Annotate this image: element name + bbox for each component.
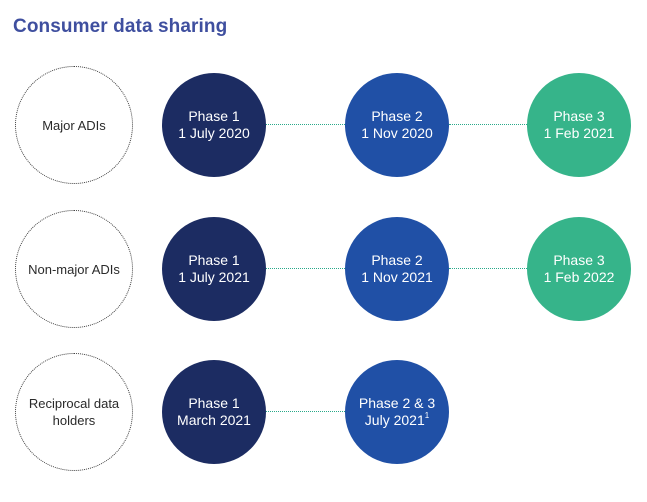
connector-line [266, 411, 345, 412]
phase-name: Phase 1 [188, 395, 240, 411]
row-label: Reciprocal data holders [15, 353, 133, 471]
row-non-major-adis: Non-major ADIs Phase 1 1 July 2021 Phase… [0, 210, 647, 330]
row-label: Non-major ADIs [15, 210, 133, 328]
phase-name: Phase 1 [188, 108, 240, 124]
phase-name: Phase 3 [553, 108, 605, 124]
phase-date-line: July 20211 [365, 412, 429, 429]
phase-date: 1 Feb 2021 [543, 125, 615, 141]
connector-line [449, 124, 527, 125]
phase-1-circle: Phase 1 1 July 2021 [162, 217, 266, 321]
phase-name: Phase 3 [553, 252, 605, 268]
phase-3-circle: Phase 3 1 Feb 2022 [527, 217, 631, 321]
row-reciprocal-data-holders: Reciprocal data holders Phase 1 March 20… [0, 353, 647, 473]
phase-date: 1 Feb 2022 [543, 269, 615, 285]
phase-name: Phase 2 [371, 252, 423, 268]
connector-line [266, 124, 345, 125]
footnote-marker: 1 [424, 411, 430, 421]
row-label: Major ADIs [15, 66, 133, 184]
phase-name: Phase 1 [188, 252, 240, 268]
phase-2-3-circle: Phase 2 & 3 July 20211 [345, 360, 449, 464]
phase-date: March 2021 [177, 412, 251, 428]
phase-1-circle: Phase 1 1 July 2020 [162, 73, 266, 177]
connector-line [449, 268, 527, 269]
phase-2-circle: Phase 2 1 Nov 2020 [345, 73, 449, 177]
connector-line [266, 268, 345, 269]
phase-3-circle: Phase 3 1 Feb 2021 [527, 73, 631, 177]
phase-date: 1 Nov 2020 [361, 125, 433, 141]
phase-date: 1 July 2020 [178, 125, 250, 141]
page-title: Consumer data sharing [13, 16, 228, 37]
row-major-adis: Major ADIs Phase 1 1 July 2020 Phase 2 1… [0, 66, 647, 186]
phase-date: 1 July 2021 [178, 269, 250, 285]
phase-date: July 2021 [364, 412, 425, 428]
phase-name: Phase 2 [371, 108, 423, 124]
phase-2-circle: Phase 2 1 Nov 2021 [345, 217, 449, 321]
phase-name: Phase 2 & 3 [358, 395, 436, 411]
phase-1-circle: Phase 1 March 2021 [162, 360, 266, 464]
phase-date: 1 Nov 2021 [361, 269, 433, 285]
